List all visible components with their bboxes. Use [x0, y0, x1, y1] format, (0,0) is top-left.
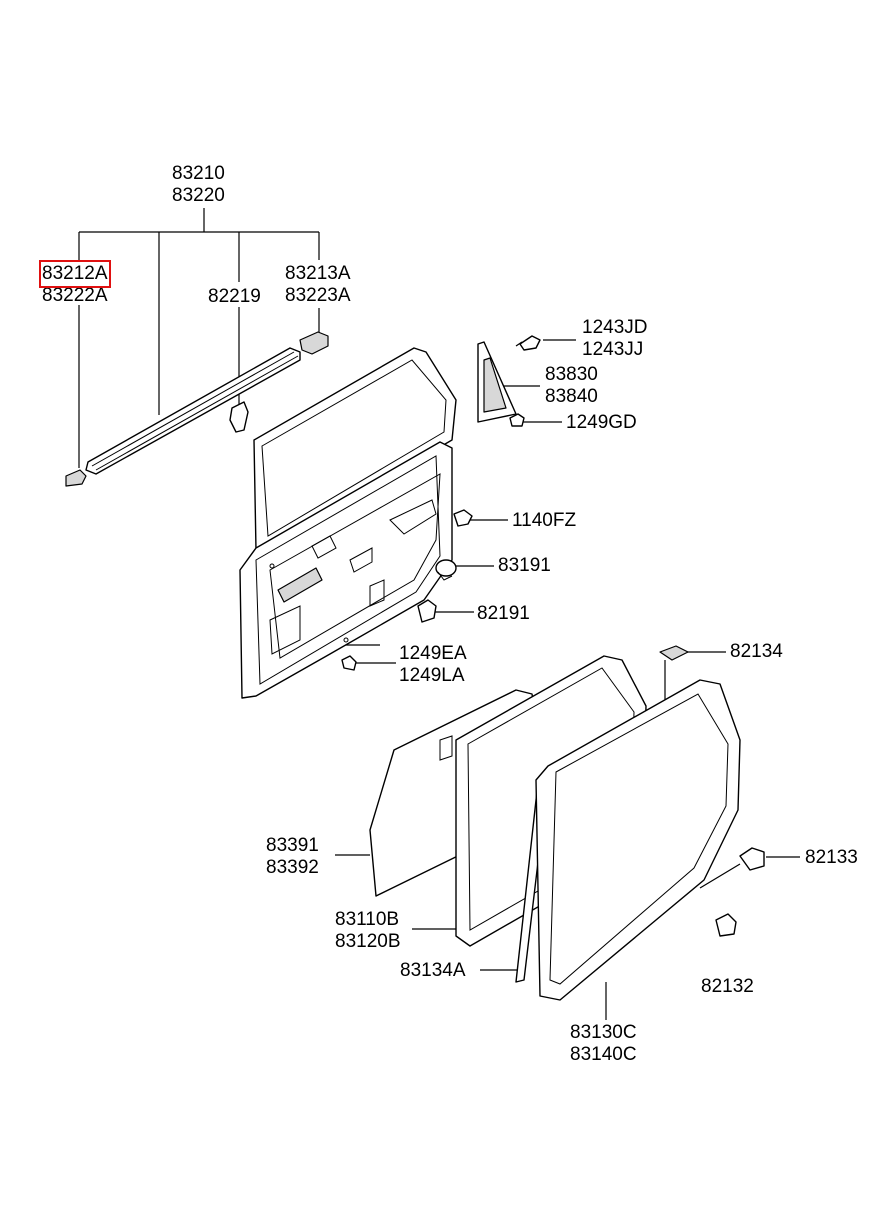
- label-line-2: 83140C: [570, 1044, 637, 1065]
- label-line-2: 83222A: [42, 285, 108, 306]
- quarter-glass: [477, 341, 517, 423]
- label-line-1: 83210: [172, 163, 225, 184]
- label-83830-83840[interactable]: 83830 83840: [545, 364, 598, 408]
- label-82134[interactable]: 82134: [730, 641, 783, 663]
- label-line-1: 83110B: [335, 909, 400, 930]
- highlighted-part-83212a: 83212A: [39, 260, 111, 288]
- label-1243jd-1243jj[interactable]: 1243JD 1243JJ: [582, 317, 648, 361]
- label-line-1: 83134A: [400, 960, 466, 981]
- label-line-1: 82133: [805, 847, 858, 868]
- label-82132[interactable]: 82132: [701, 976, 754, 998]
- label-line-2: 83840: [545, 386, 598, 407]
- leader-lines: [78, 208, 800, 1020]
- door-shell: [239, 347, 457, 699]
- label-82219[interactable]: 82219: [208, 286, 261, 308]
- label-line-2: 83223A: [285, 285, 351, 306]
- label-line-1: 1140FZ: [512, 510, 577, 531]
- label-82133[interactable]: 82133: [805, 847, 858, 869]
- label-line-1: 83830: [545, 364, 598, 385]
- label-line-1: 82132: [701, 976, 754, 997]
- label-line-2: 83120B: [335, 931, 401, 952]
- label-line-1: 1249EA: [399, 643, 467, 664]
- weatherstrip-outer: [535, 679, 741, 1001]
- fasteners: [341, 335, 765, 937]
- label-line-2: 83220: [172, 185, 225, 206]
- label-line-1: 83213A: [285, 263, 351, 284]
- label-line-1: 83130C: [570, 1022, 637, 1043]
- label-1140fz[interactable]: 1140FZ: [512, 510, 576, 532]
- label-83391-83392[interactable]: 83391 83392: [266, 835, 319, 879]
- label-line-1: 1249GD: [566, 412, 637, 433]
- label-83110b-83120b[interactable]: 83110B 83120B: [335, 909, 401, 953]
- label-line-1: 83191: [498, 555, 551, 576]
- label-line-1: 82134: [730, 641, 783, 662]
- label-83213a-83223a[interactable]: 83213A 83223A: [285, 263, 351, 307]
- label-line-1: 83391: [266, 835, 319, 856]
- label-line-2: 83392: [266, 857, 319, 878]
- label-line-1: 1243JD: [582, 317, 648, 338]
- label-83212a-83222a[interactable]: 83212A 83222A: [39, 260, 111, 307]
- label-1249ea-1249la[interactable]: 1249EA 1249LA: [399, 643, 467, 687]
- label-83130c-83140c[interactable]: 83130C 83140C: [570, 1022, 637, 1066]
- label-83210-83220[interactable]: 83210 83220: [172, 163, 225, 207]
- label-line-1: 82219: [208, 286, 261, 307]
- label-1249gd[interactable]: 1249GD: [566, 412, 637, 434]
- label-83134a[interactable]: 83134A: [400, 960, 466, 982]
- label-line-2: 1243JJ: [582, 339, 644, 360]
- label-82191[interactable]: 82191: [477, 603, 530, 625]
- label-line-1: 82191: [477, 603, 530, 624]
- label-line-2: 1249LA: [399, 665, 465, 686]
- label-83191[interactable]: 83191: [498, 555, 551, 577]
- belt-moulding-parts: [65, 331, 329, 487]
